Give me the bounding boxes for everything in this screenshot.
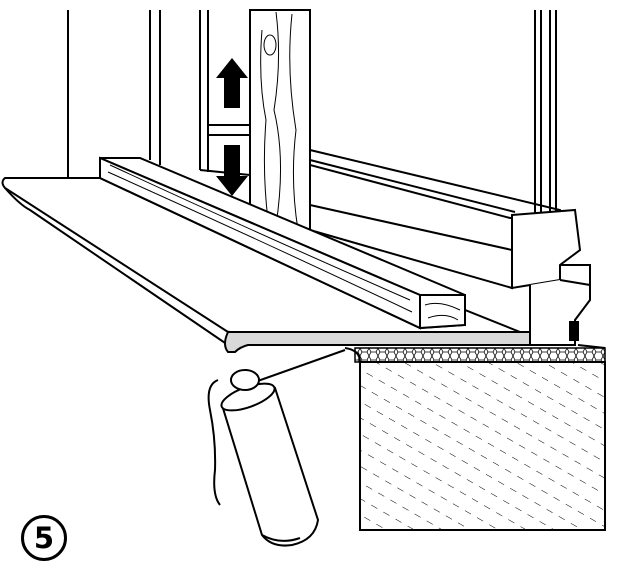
wooden-post — [249, 9, 311, 235]
spray-foam-can-icon — [207, 369, 320, 547]
foam-nozzle-tube — [254, 349, 346, 383]
up-down-arrow-icon — [216, 58, 248, 196]
foam-insulation-strip — [354, 347, 606, 363]
masonry-wall-section — [344, 347, 606, 531]
step-number-badge: 5 — [21, 515, 67, 561]
frame-profile-section — [511, 208, 606, 349]
wooden-batten — [99, 156, 466, 330]
